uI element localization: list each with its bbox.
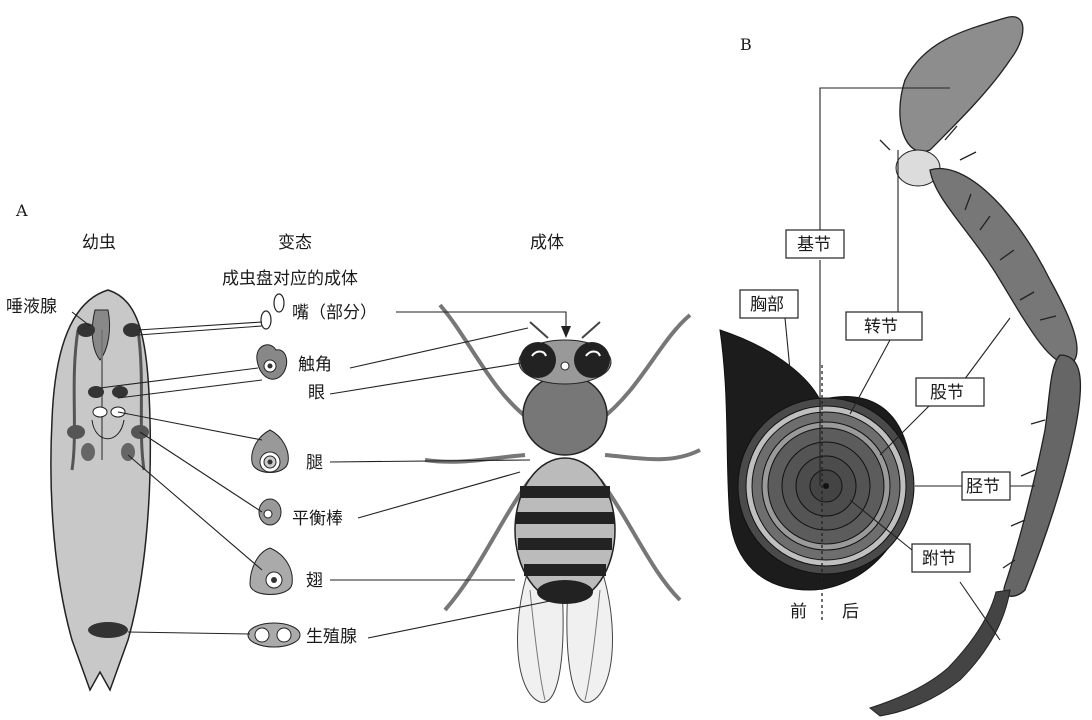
tibia-callout: 胫节 — [962, 472, 1010, 500]
larva-heading: 幼虫 — [82, 233, 116, 253]
coxa-callout: 基节 — [786, 230, 844, 258]
thorax-label: 胸部 — [750, 295, 784, 315]
posterior-label: 后 — [842, 602, 859, 622]
salivary-gland-label: 唾液腺 — [6, 297, 57, 317]
adult-fly-illustration — [425, 305, 700, 702]
femur-label: 股节 — [930, 383, 964, 403]
coxa-label: 基节 — [797, 235, 831, 255]
trochanter-callout: 转节 — [846, 312, 922, 340]
leg-disc-icon — [252, 430, 289, 473]
panel-a-letter: A — [15, 201, 28, 220]
genital-disc-icon — [248, 623, 300, 647]
antenna-disc-icon — [257, 345, 287, 379]
trochanter-label: 转节 — [864, 317, 898, 337]
tibia-label: 胫节 — [966, 477, 1000, 497]
panel-a: A 幼虫 变态 成体 成虫盘对应的成体 唾液腺 — [6, 201, 700, 702]
leg-label: 腿 — [306, 453, 323, 473]
thorax-callout: 胸部 — [740, 290, 798, 318]
leg-illustration — [870, 17, 1080, 716]
eye-label: 眼 — [308, 383, 325, 403]
thorax-disc-illustration — [720, 330, 914, 620]
metamorphosis-heading: 变态 — [278, 233, 312, 253]
mouth-disc-icon — [261, 294, 284, 329]
genitalia-label: 生殖腺 — [306, 627, 357, 647]
adult-heading: 成体 — [530, 233, 564, 253]
haltere-disc-icon — [259, 499, 281, 525]
anterior-label: 前 — [790, 602, 807, 622]
tarsus-label: 跗节 — [922, 549, 956, 569]
wing-label: 翅 — [306, 571, 323, 591]
wing-disc-icon — [250, 548, 292, 595]
tarsus-callout: 跗节 — [912, 544, 970, 572]
panel-b: B 前 — [720, 17, 1080, 716]
larva-illustration — [51, 290, 150, 690]
haltere-label: 平衡棒 — [292, 509, 343, 529]
antenna-label: 触角 — [298, 355, 332, 375]
disc-subheading: 成虫盘对应的成体 — [222, 269, 358, 289]
femur-callout: 股节 — [916, 378, 984, 406]
panel-b-letter: B — [740, 35, 752, 54]
mouth-label: 嘴（部分） — [292, 303, 377, 323]
